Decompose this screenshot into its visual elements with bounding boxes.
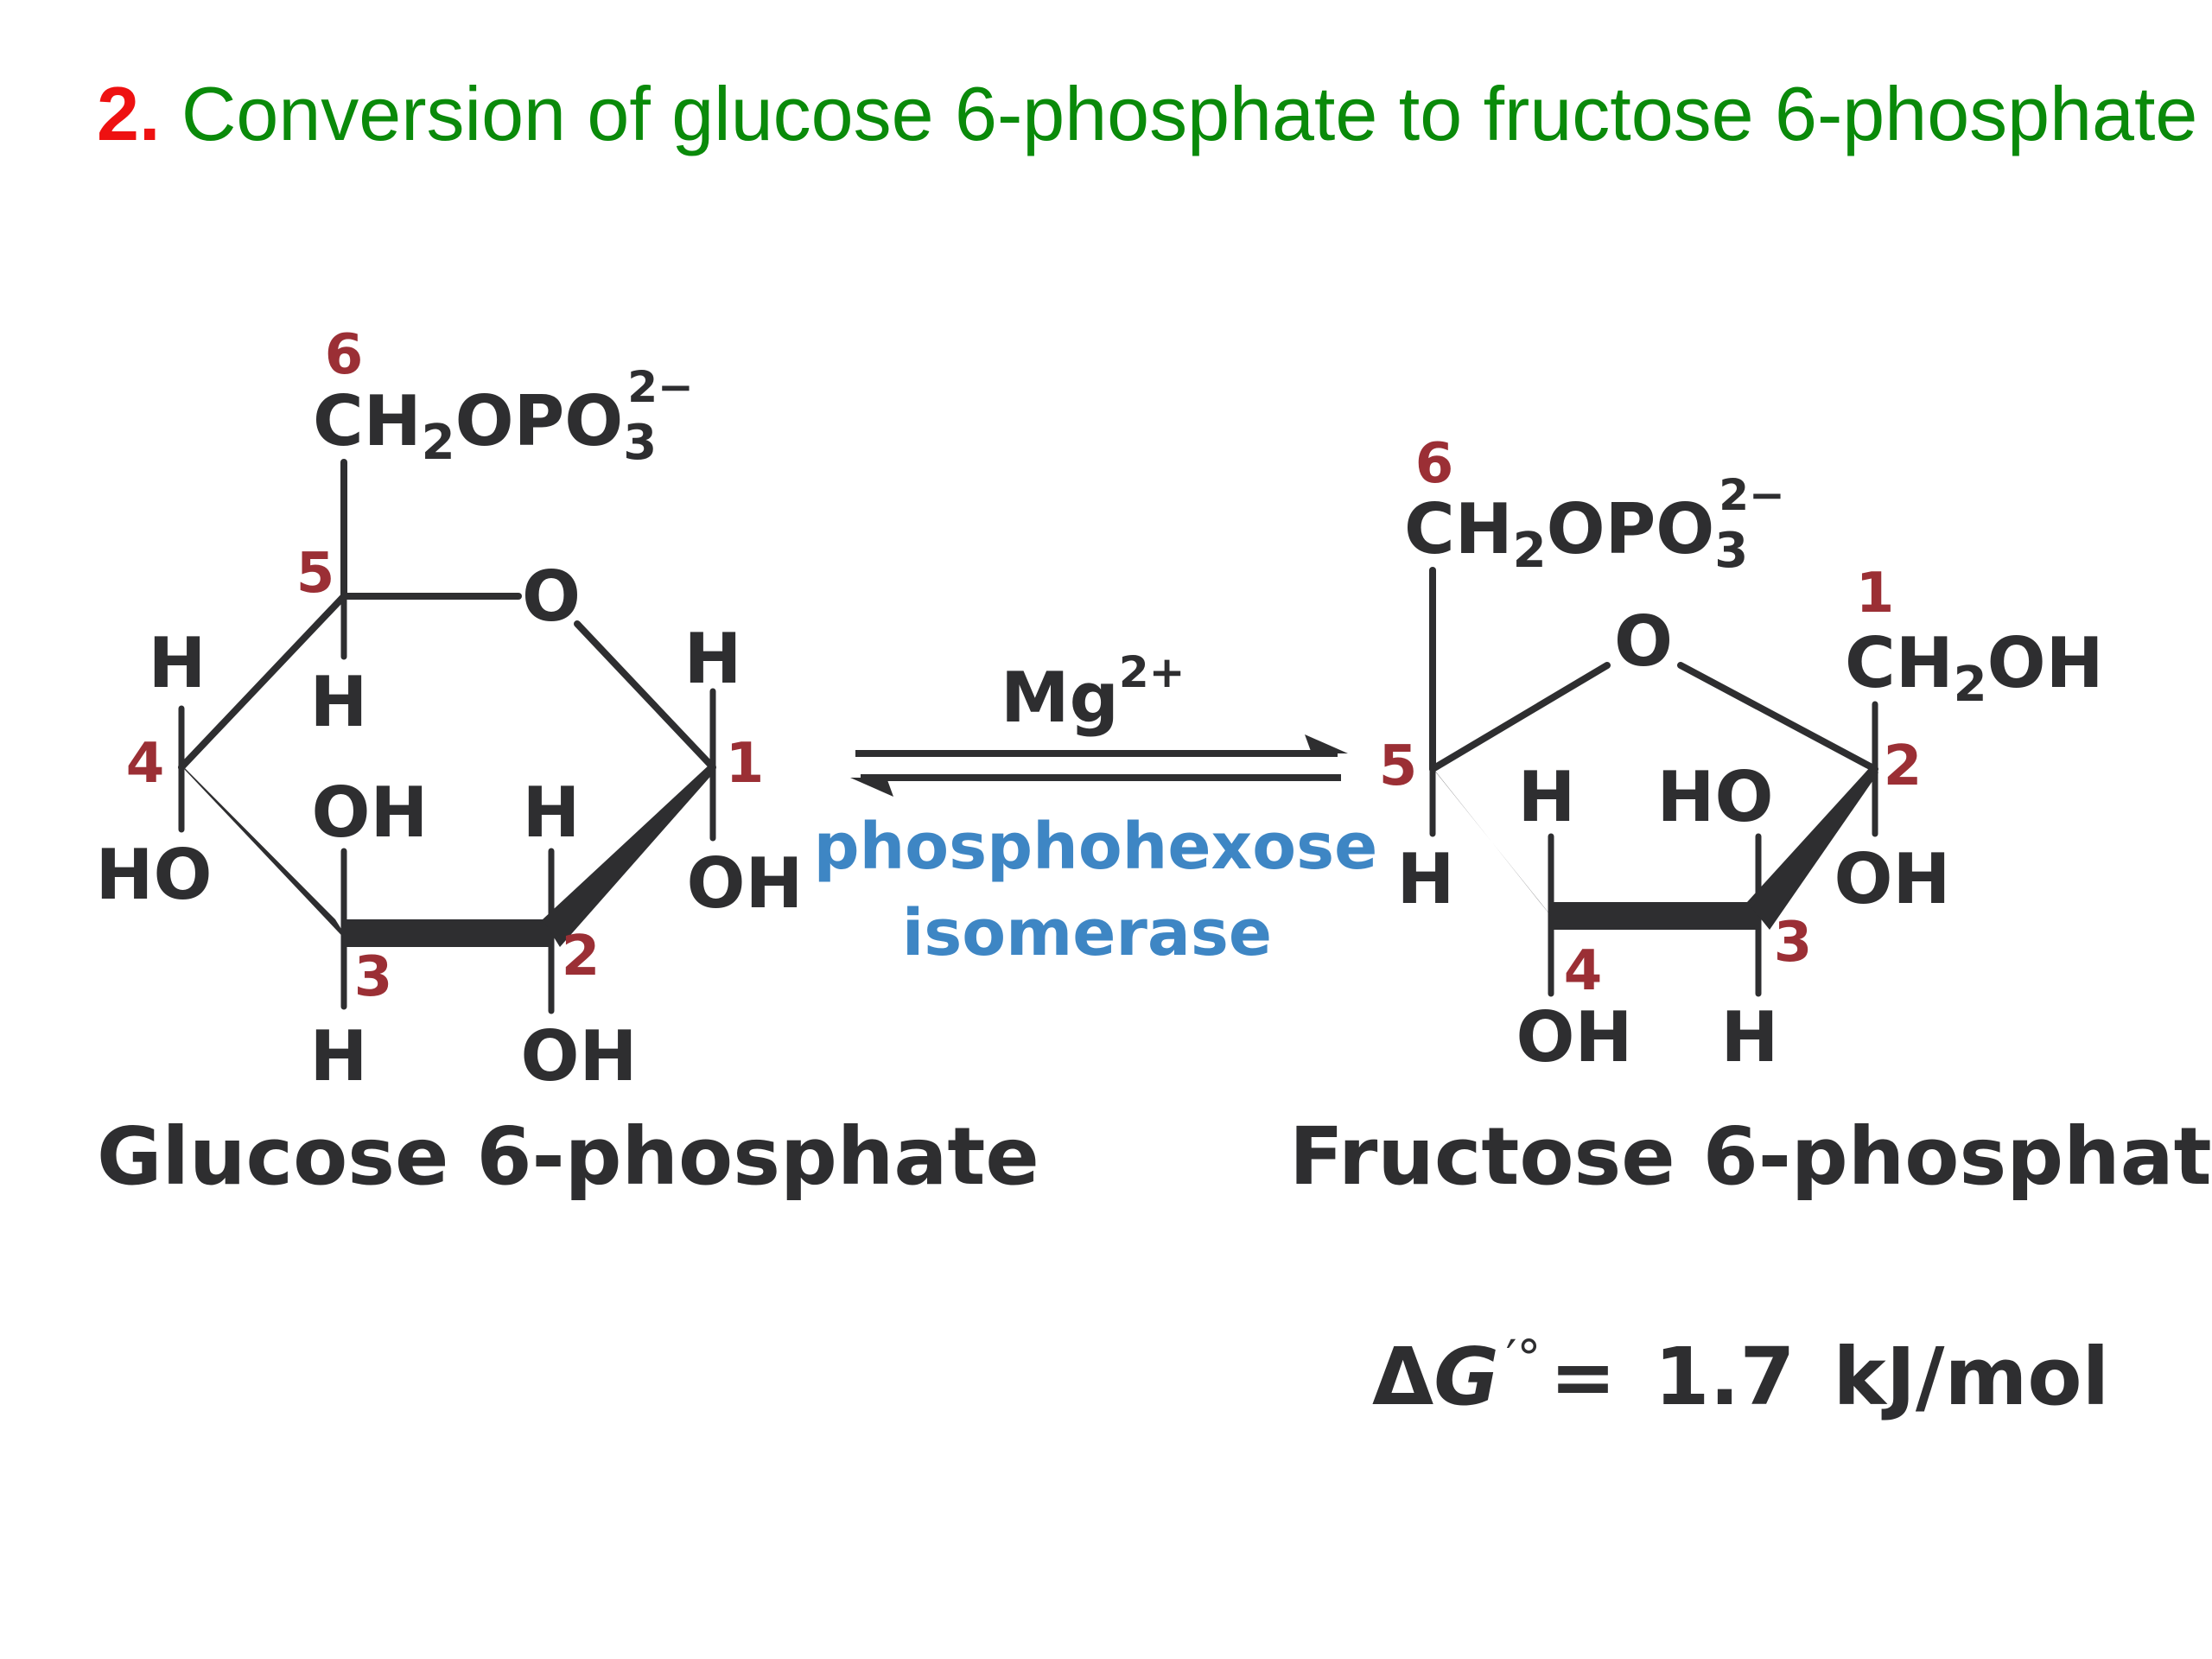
glucose-num-1: 1 bbox=[726, 732, 765, 796]
fructose-c4-oh: OH bbox=[1516, 997, 1633, 1077]
fructose-bold-c4-c3 bbox=[1551, 902, 1758, 930]
forward-arrowhead bbox=[1305, 734, 1348, 753]
delta-g-unit: kJ/mol bbox=[1834, 1331, 2110, 1423]
fructose-structure: O H H HO OH OH H CH2OPO32− CH2OH 6 1 5 2… bbox=[1289, 432, 2212, 1203]
step-number: 2. bbox=[97, 71, 161, 156]
fructose-ring-bonds bbox=[1429, 567, 1878, 997]
glucose-bold-c3-c2 bbox=[344, 919, 551, 947]
reaction-arrows: Mg2+ phosphohexose isomerase bbox=[814, 647, 1378, 970]
glucose-c4-h: H bbox=[149, 623, 207, 703]
slide-title: 2. Conversion of glucose 6-phosphate to … bbox=[97, 54, 2197, 175]
delta-g-value: 1.7 bbox=[1655, 1331, 1796, 1423]
glucose-c3-oh: OH bbox=[312, 772, 429, 853]
glucose-carbon-numbers: 6 5 4 1 3 2 bbox=[126, 323, 765, 1009]
fructose-ring-oxygen: O bbox=[1614, 601, 1673, 682]
glucose-c1-oh: OH bbox=[687, 843, 804, 924]
glucose-c2-h: H bbox=[523, 772, 581, 853]
enzyme-name-line1: phosphohexose bbox=[814, 810, 1378, 884]
fructose-c2-oh: OH bbox=[1834, 839, 1951, 919]
fructose-num-4: 4 bbox=[1564, 939, 1603, 1003]
glucose-c3-h: H bbox=[310, 1016, 368, 1096]
equals-sign: = bbox=[1549, 1331, 1616, 1423]
fructose-name: Fructose 6-phosphate bbox=[1289, 1110, 2212, 1203]
glucose-c1-h: H bbox=[684, 619, 742, 699]
glucose-num-2: 2 bbox=[562, 925, 601, 988]
equilibrium-arrow bbox=[850, 734, 1348, 797]
delta-symbol: Δ bbox=[1372, 1331, 1433, 1423]
glucose-c4-ho: HO bbox=[96, 835, 213, 915]
glucose-num-4: 4 bbox=[126, 732, 165, 796]
glucose-c2-oh: OH bbox=[521, 1016, 638, 1096]
fructose-c1-group: CH2OH bbox=[1845, 623, 2104, 713]
delta-g-equation: ΔG′°= 1.7 kJ/mol bbox=[1372, 1331, 2109, 1423]
fructose-bond-o-c2 bbox=[1677, 662, 1878, 772]
prime-degree: ′° bbox=[1506, 1331, 1541, 1387]
glucose-wedge-c2-c1 bbox=[543, 764, 715, 947]
fructose-num-1: 1 bbox=[1856, 562, 1895, 626]
glucose-num-6: 6 bbox=[325, 323, 364, 387]
fructose-num-3: 3 bbox=[1774, 911, 1813, 975]
fructose-carbon-numbers: 6 1 5 2 4 3 bbox=[1379, 432, 1923, 1003]
glucose-bond-c5-c4 bbox=[178, 593, 347, 771]
enzyme-name-line2: isomerase bbox=[902, 896, 1272, 970]
cofactor-label: Mg2+ bbox=[1001, 647, 1185, 738]
fructose-c4-h: H bbox=[1518, 757, 1576, 837]
fructose-c6-phosphate-group: CH2OPO32− bbox=[1404, 470, 1785, 579]
fructose-c3-ho: HO bbox=[1657, 757, 1774, 837]
glucose-wedge-c4-c3 bbox=[181, 765, 353, 947]
title-text: Conversion of glucose 6-phosphate to fru… bbox=[160, 71, 2198, 156]
fructose-c5-h: H bbox=[1397, 839, 1455, 919]
glucose-c6-phosphate-group: CH2OPO32− bbox=[313, 362, 694, 471]
glucose-num-5: 5 bbox=[296, 542, 335, 606]
fructose-bond-c5-o bbox=[1429, 662, 1611, 772]
glucose-ring-oxygen: O bbox=[522, 556, 581, 637]
glucose-name: Glucose 6-phosphate bbox=[97, 1110, 1039, 1203]
glucose-c5-h: H bbox=[310, 662, 368, 742]
fructose-num-5: 5 bbox=[1379, 734, 1418, 798]
glucose-structure: O H HO H H OH OH H H OH CH2OPO32− 6 5 4 … bbox=[96, 323, 1039, 1203]
glucose-bond-o-c1 bbox=[574, 620, 716, 771]
fructose-num-6: 6 bbox=[1415, 432, 1454, 496]
g-symbol: G bbox=[1433, 1331, 1499, 1423]
reverse-arrowhead bbox=[850, 778, 893, 797]
fructose-wedge-c3-c2 bbox=[1747, 766, 1878, 930]
fructose-num-2: 2 bbox=[1884, 734, 1923, 798]
glucose-num-3: 3 bbox=[354, 945, 393, 1009]
fructose-c3-h: H bbox=[1721, 997, 1779, 1077]
glucose-ring-bonds bbox=[178, 459, 716, 1014]
